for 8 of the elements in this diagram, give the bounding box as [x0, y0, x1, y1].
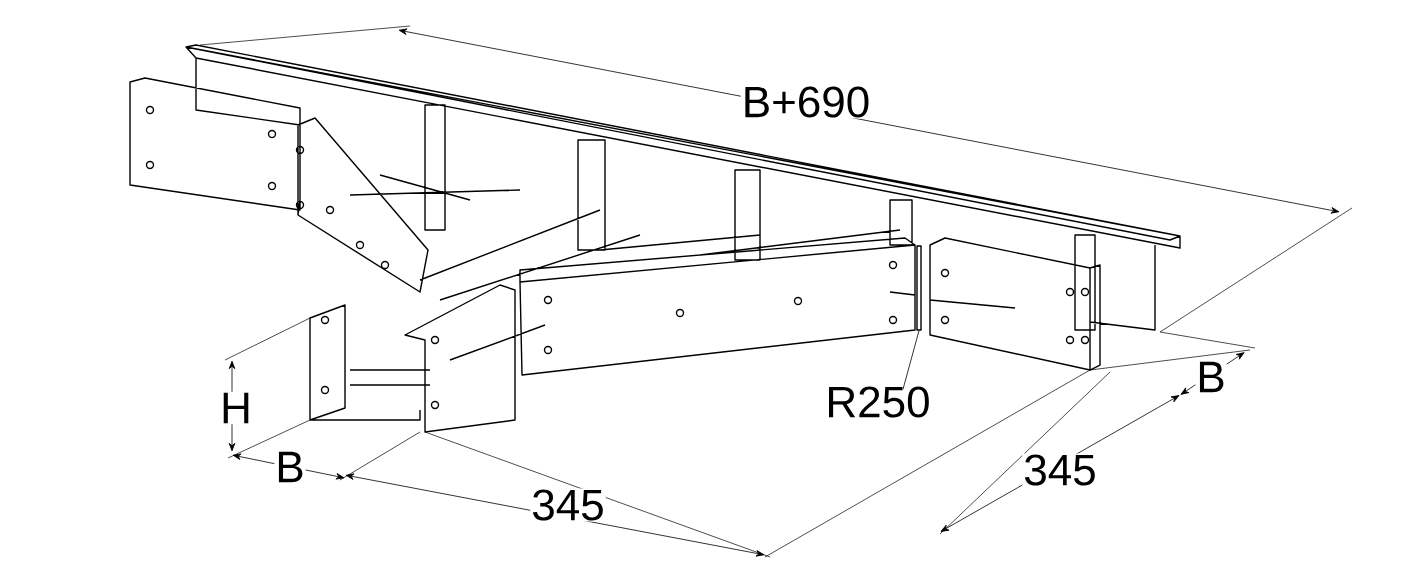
- dimension-label: H: [219, 391, 253, 425]
- dimension-label: B: [274, 450, 306, 484]
- bend-seam: [916, 245, 922, 331]
- dimension-label: B+690: [740, 85, 872, 119]
- radius-label: R250: [824, 385, 932, 419]
- dimension-label: 345: [1022, 453, 1098, 487]
- dimension-label: B: [1195, 360, 1227, 394]
- dimension-label: 345: [530, 488, 606, 522]
